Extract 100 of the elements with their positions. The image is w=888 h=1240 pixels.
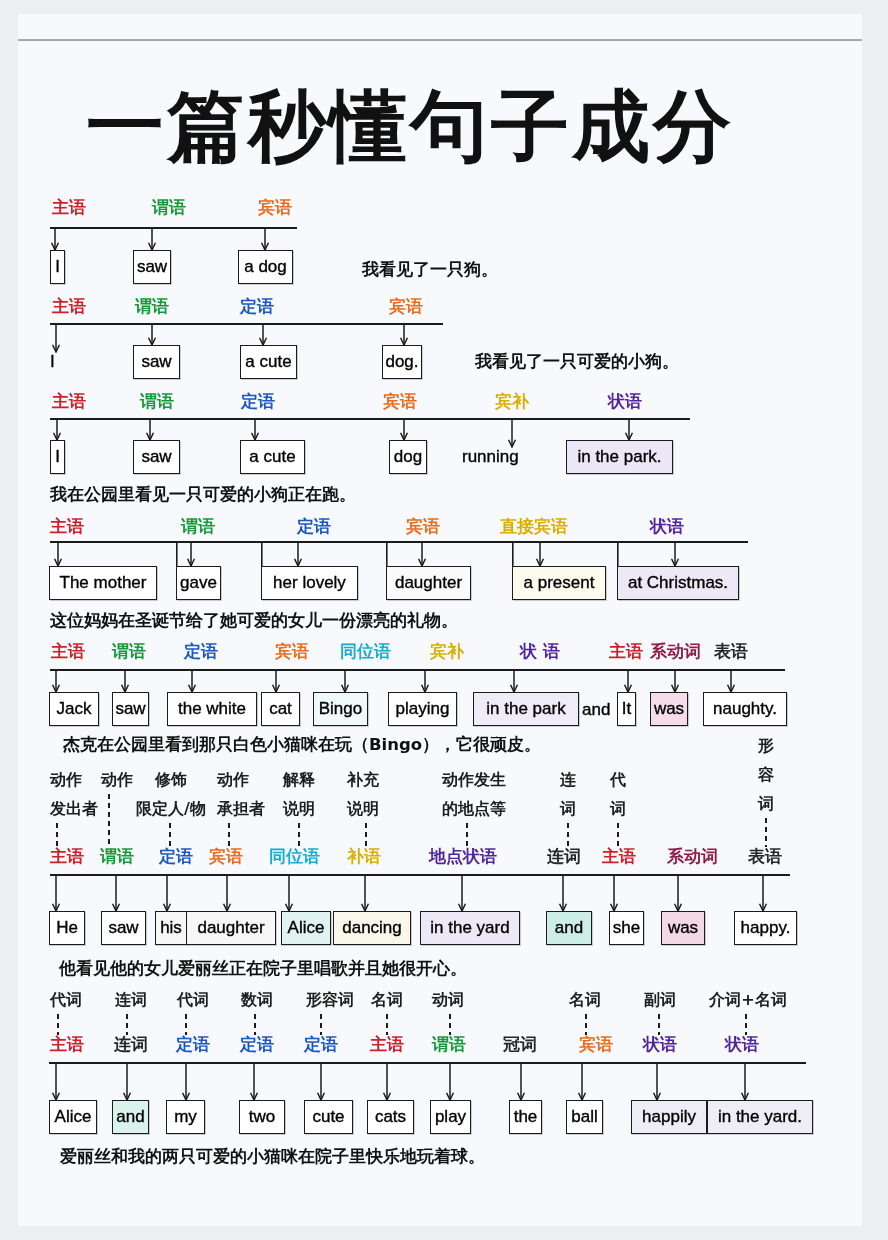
translation-text: 我看见了一只可爱的小狗。 (475, 351, 679, 373)
word-box: at Christmas. (617, 566, 739, 600)
explanation-label: 形容词 (758, 731, 774, 818)
arrow (399, 419, 409, 441)
role-label: 补语 (347, 847, 381, 867)
dashed-leader-line (365, 822, 367, 848)
translation-text: 爱丽丝和我的两只可爱的小猫咪在院子里快乐地玩着球。 (60, 1146, 485, 1168)
horizontal-line (50, 874, 790, 876)
word-box: and (112, 1100, 149, 1134)
word-box: cute (304, 1100, 353, 1134)
role-label: 谓语 (432, 1035, 466, 1055)
word-text: I (50, 352, 55, 372)
arrow (51, 1063, 61, 1101)
arrow (516, 1063, 526, 1101)
word-box: gave (176, 566, 221, 600)
word-box: was (650, 692, 688, 726)
word-box: playing (388, 692, 457, 726)
word-box: cat (261, 692, 300, 726)
word-box: It (617, 692, 636, 726)
explanation-label: 代词 (610, 765, 626, 823)
arrow (670, 670, 680, 693)
role-label: 定语 (297, 517, 331, 537)
translation-text: 我看见了一只狗。 (362, 259, 498, 281)
role-label: 状 语 (520, 642, 560, 662)
role-label: 宾语 (579, 1035, 613, 1055)
role-label: 状语 (608, 392, 642, 412)
role-label: 宾语 (275, 642, 309, 662)
arrow (509, 670, 519, 693)
explanation-label: 动作发出者 (50, 765, 98, 823)
role-label: 表语 (714, 642, 748, 662)
dashed-leader-line (57, 1013, 59, 1036)
arrow (53, 542, 63, 567)
arrow (577, 1063, 587, 1101)
explanation-label: 动词 (432, 985, 464, 1014)
word-box: in the park. (566, 440, 673, 474)
role-label: 同位语 (268, 847, 320, 867)
arrow (186, 542, 196, 567)
dashed-leader-line (466, 822, 468, 848)
word-box: ball (566, 1100, 603, 1134)
word-box: daughter (386, 566, 471, 600)
role-label: 定语 (240, 297, 274, 317)
arrow (624, 419, 634, 441)
arrow (260, 228, 270, 251)
role-label: 宾语 (258, 198, 292, 218)
dashed-leader-line (567, 822, 569, 848)
word-box: naughty. (703, 692, 787, 726)
horizontal-line (49, 1062, 806, 1064)
role-label: 定语 (159, 847, 193, 867)
dashed-leader-line (56, 822, 58, 848)
dashed-leader-line (386, 1013, 388, 1036)
arrow (293, 542, 303, 567)
explanation-label: 形容词 (306, 985, 354, 1014)
word-box: daughter (186, 911, 276, 945)
arrow (120, 670, 130, 693)
word-box: play (430, 1100, 471, 1134)
arrow (249, 1063, 259, 1101)
arrow (399, 324, 409, 346)
word-box: in the yard. (707, 1100, 813, 1134)
role-label: 主语 (50, 517, 84, 537)
word-box: saw (133, 345, 180, 379)
dashed-leader-line (126, 1013, 128, 1036)
role-label: 主语 (51, 642, 85, 662)
role-label: 连词 (114, 1035, 148, 1055)
word-box: his (155, 911, 187, 945)
word-box: The mother (49, 566, 157, 600)
dashed-leader-line (320, 1013, 322, 1036)
role-label: 主语 (370, 1035, 404, 1055)
role-label: 谓语 (112, 642, 146, 662)
word-box: saw (112, 692, 149, 726)
arrow (187, 670, 197, 693)
arrow (51, 324, 61, 353)
arrow (284, 875, 294, 912)
translation-text: 这位妈妈在圣诞节给了她可爱的女儿一份漂亮的礼物。 (50, 610, 458, 632)
explanation-label: 名词 (371, 985, 403, 1014)
arrow (51, 670, 61, 693)
word-box: in the yard (420, 911, 520, 945)
arrow (535, 542, 545, 567)
role-label: 定语 (241, 392, 275, 412)
horizontal-line (50, 541, 748, 543)
role-label: 主语 (52, 392, 86, 412)
word-box: Bingo (313, 692, 368, 726)
word-box: dog (389, 440, 427, 474)
arrow (222, 875, 232, 912)
word-box: two (239, 1100, 285, 1134)
word-box: Alice (49, 1100, 97, 1134)
word-text: and (582, 700, 611, 720)
arrow (147, 324, 157, 346)
arrow (111, 875, 121, 912)
explanation-label: 介词+名词 (709, 985, 787, 1014)
explanation-label: 连词 (560, 765, 576, 823)
word-box: happily (631, 1100, 707, 1134)
arrow (609, 875, 619, 912)
explanation-label: 补充说明 (347, 765, 379, 823)
explanation-label: 代词 (177, 985, 209, 1014)
arrow (673, 875, 683, 912)
explanation-label: 动作承担者 (217, 765, 265, 823)
word-box: a cute (240, 440, 305, 474)
role-label: 直接宾语 (500, 517, 568, 537)
arrow (445, 1063, 455, 1101)
explanation-label: 解释说明 (283, 765, 315, 823)
